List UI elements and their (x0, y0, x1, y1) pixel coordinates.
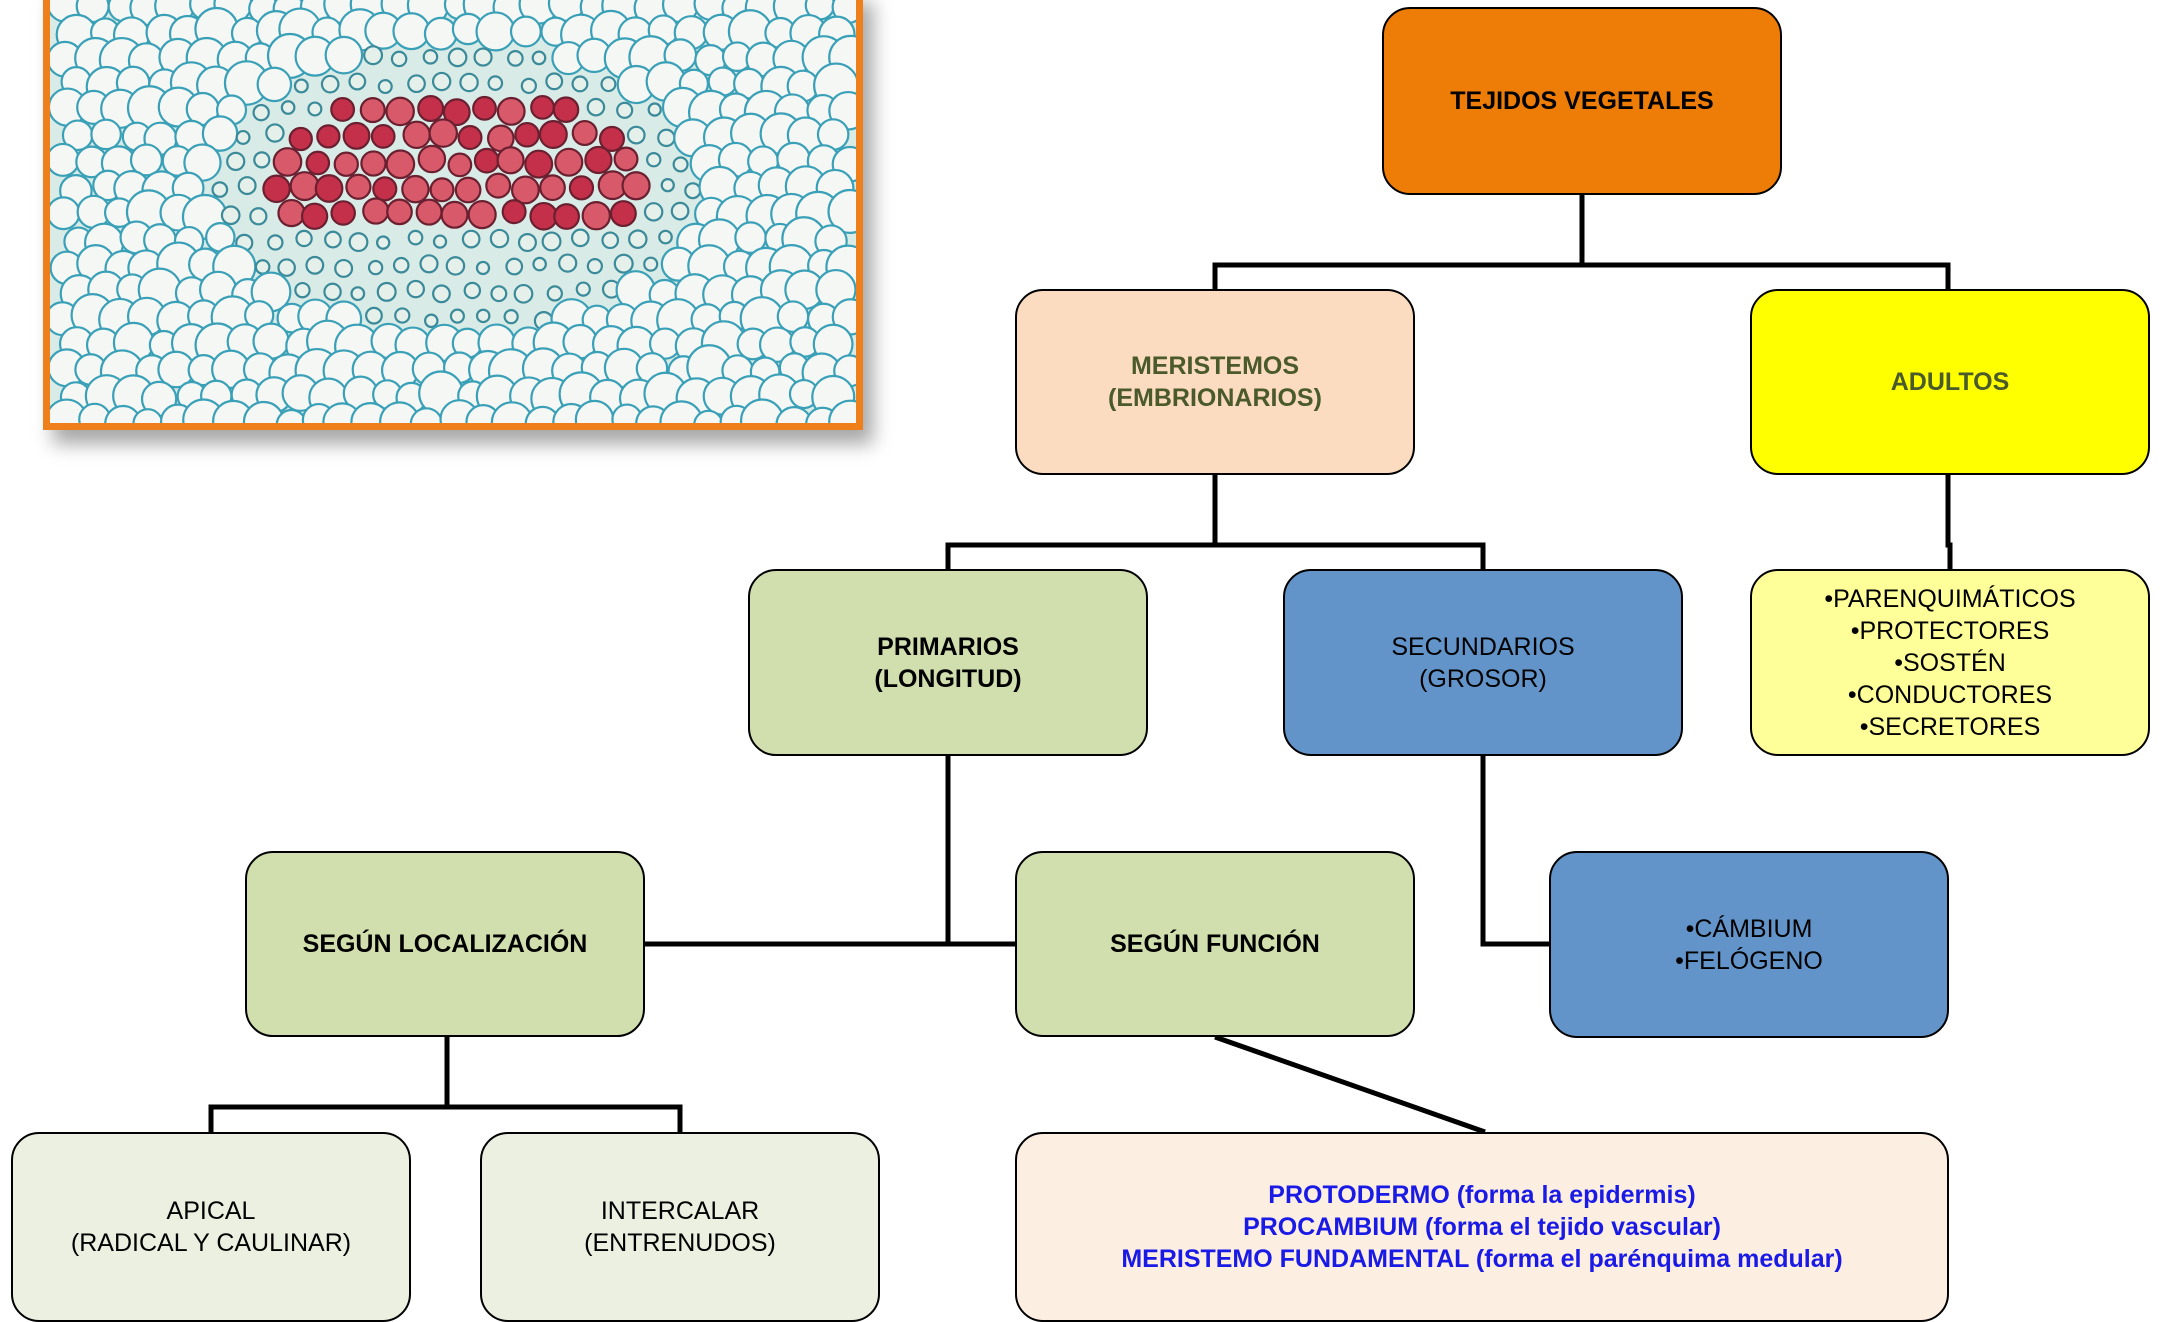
connector-root-adultos (1582, 262, 1951, 289)
node-segun-localizacion: SEGÚN LOCALIZACIÓN (245, 851, 645, 1037)
node-label-line: (GROSOR) (1419, 664, 1547, 693)
node-label-line: (RADICAL Y CAULINAR) (70, 1229, 352, 1257)
connector-meristemos-secundarios (1215, 542, 1486, 569)
connector-localizacion-apical (208, 1037, 450, 1132)
node-meristemos: MERISTEMOS (EMBRIONARIOS) (1015, 289, 1415, 475)
node-intercalar: INTERCALAR (ENTRENUDOS) (480, 1132, 880, 1322)
node-function-types: PROTODERMO (forma la epidermis) PROCAMBI… (1015, 1132, 1949, 1322)
node-label: SEGÚN FUNCIÓN (1110, 930, 1320, 958)
node-adultos: ADULTOS (1750, 289, 2150, 475)
list-item: MERISTEMO FUNDAMENTAL (forma el parénqui… (1121, 1245, 1843, 1273)
list-item: •SECRETORES (1859, 712, 2041, 741)
list-item: •FELÓGENO (1675, 946, 1823, 975)
node-label-line: APICAL (166, 1197, 256, 1225)
node-label: ADULTOS (1890, 368, 2010, 396)
connector-funcion-types (1214, 1034, 1486, 1135)
node-label: TEJIDOS VEGETALES (1450, 87, 1714, 115)
micrograph-image (50, 0, 856, 423)
list-item: •CÁMBIUM (1685, 914, 1813, 943)
list-item: PROTODERMO (forma la epidermis) (1268, 1181, 1696, 1209)
connector-meristemos-primarios (945, 475, 1218, 569)
node-secondary-types: •CÁMBIUM •FELÓGENO (1549, 851, 1949, 1038)
connector-root-meristemos (1212, 195, 1585, 289)
connector-secundarios-types (1480, 756, 1549, 947)
node-label-line: (LONGITUD) (874, 664, 1022, 693)
connector-adultos-types (1945, 475, 1953, 569)
node-adult-types: •PARENQUIMÁTICOS •PROTECTORES •SOSTÉN •C… (1750, 569, 2150, 756)
node-label-line: INTERCALAR (600, 1197, 760, 1225)
node-label-line: SECUNDARIOS (1391, 632, 1575, 661)
node-segun-funcion: SEGÚN FUNCIÓN (1015, 851, 1415, 1037)
connector-localizacion-intercalar (447, 1104, 683, 1132)
node-label-line: PRIMARIOS (877, 632, 1019, 661)
list-item: PROCAMBIUM (forma el tejido vascular) (1243, 1213, 1721, 1241)
node-secundarios: SECUNDARIOS (GROSOR) (1283, 569, 1683, 756)
list-item: •CONDUCTORES (1847, 680, 2053, 709)
list-item: •PROTECTORES (1850, 616, 2050, 645)
list-item: •PARENQUIMÁTICOS (1824, 584, 2076, 613)
node-tejidos-vegetales: TEJIDOS VEGETALES (1382, 7, 1782, 195)
plant-tissue-photo (43, 0, 863, 430)
node-label-line: (ENTRENUDOS) (584, 1229, 776, 1257)
node-primarios: PRIMARIOS (LONGITUD) (748, 569, 1148, 756)
node-label-line: (EMBRIONARIOS) (1108, 384, 1322, 412)
node-label: SEGÚN LOCALIZACIÓN (302, 930, 588, 958)
node-label-line: MERISTEMOS (1130, 352, 1300, 380)
node-apical: APICAL (RADICAL Y CAULINAR) (11, 1132, 411, 1322)
list-item: •SOSTÉN (1894, 648, 2006, 677)
